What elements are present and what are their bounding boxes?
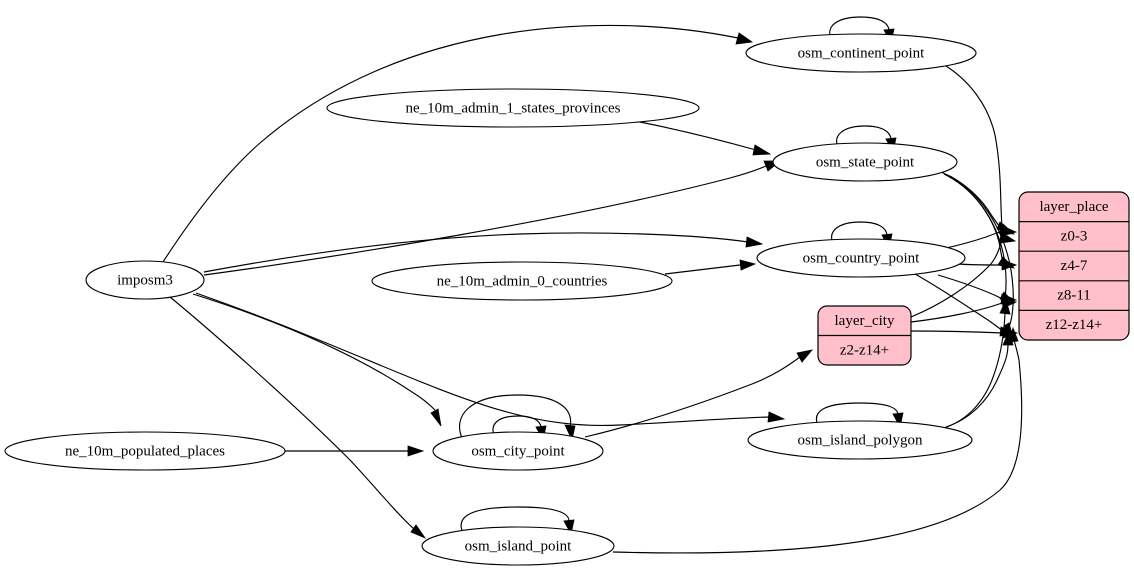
edge-osm_island_polygon-to-layer_place-z12 [945, 329, 1014, 428]
node-label-imposm3: imposm3 [117, 272, 173, 288]
edge-imposm3-to-osm_island_polygon [195, 292, 786, 427]
edge-osm_country_point-to-layer_place-z0-3 [945, 225, 1018, 249]
edge-imposm3-to-osm_island_point [169, 296, 427, 539]
node-ne_10m_admin_0_countries[interactable]: ne_10m_admin_0_countries [371, 261, 673, 301]
node-label-ne_states: ne_10m_admin_1_states_provinces [406, 100, 621, 116]
node-label-osm_island_point: osm_island_point [465, 538, 573, 554]
edge-osm_city_point-to-layer_city [584, 349, 814, 438]
layer_place-row-title: layer_place [1039, 199, 1108, 215]
record-node-layer: layer_place z0-3 z4-7 z8-11 z12-z14+ lay… [817, 191, 1130, 366]
layer_place-row-z4-7[interactable]: z4-7 [1061, 258, 1088, 274]
node-osm_state_point[interactable]: osm_state_point [772, 142, 958, 182]
layer_city-row-z2-z14[interactable]: z2-z14+ [840, 342, 889, 358]
edge-osm_island_polygon-to-layer_place-z8-11 [943, 298, 1011, 429]
edge-ne_states-to-osm_state_point [639, 121, 772, 156]
node-label-ne_countries: ne_10m_admin_0_countries [437, 273, 608, 289]
layer_city-row-title: layer_city [835, 313, 895, 329]
edge-osm_island_point-to-layer_place-z12 [612, 326, 1023, 554]
edge-imposm3-to-osm_country_point [203, 232, 764, 273]
node-layer_place[interactable]: layer_place z0-3 z4-7 z8-11 z12-z14+ [1018, 191, 1130, 341]
edge-imposm3-to-osm_state_point [203, 160, 782, 276]
node-layer_city[interactable]: layer_city z2-z14+ [817, 305, 912, 366]
node-imposm3[interactable]: imposm3 [85, 260, 205, 300]
node-label-osm_city_point: osm_city_point [471, 443, 565, 459]
layer_place-row-z0-3[interactable]: z0-3 [1061, 228, 1088, 244]
node-osm_island_point[interactable]: osm_island_point [421, 526, 615, 566]
node-osm_island_polygon[interactable]: osm_island_polygon [747, 420, 973, 460]
node-osm_continent_point[interactable]: osm_continent_point [745, 33, 977, 73]
node-label-ne_populated: ne_10m_populated_places [65, 443, 225, 459]
edge-ne_populated-to-osm_city_point [285, 445, 425, 457]
edge-layer_city-to-layer_place-z0-3 [910, 231, 1017, 318]
node-layer: imposm3 ne_10m_admin_1_states_provinces … [4, 33, 977, 566]
edge-osm_state_point-to-layer_place-z0-3 [940, 171, 1016, 235]
layer_place-row-z8-11[interactable]: z8-11 [1057, 287, 1091, 303]
edge-ne_countries-to-osm_country_point [664, 259, 757, 275]
edge-osm_continent_point-to-layer_place-z0-3 [945, 65, 1014, 234]
node-osm_country_point[interactable]: osm_country_point [756, 238, 966, 278]
node-osm_city_point[interactable]: osm_city_point [432, 431, 604, 471]
node-label-osm_continent_point: osm_continent_point [798, 45, 925, 61]
node-ne_10m_admin_1_states_provinces[interactable]: ne_10m_admin_1_states_provinces [326, 88, 700, 128]
edge-imposm3-to-osm_continent_point [162, 24, 754, 263]
edge-imposm3-to-osm_city_point [192, 293, 442, 427]
node-label-osm_island_polygon: osm_island_polygon [797, 432, 923, 448]
layer_place-row-z12-z14[interactable]: z12-z14+ [1046, 317, 1103, 333]
node-label-osm_state_point: osm_state_point [816, 154, 915, 170]
node-ne_10m_populated_places[interactable]: ne_10m_populated_places [4, 431, 286, 471]
edge-osm_country_point-to-layer_place-z4-7 [957, 259, 1018, 271]
node-label-osm_country_point: osm_country_point [803, 250, 920, 266]
